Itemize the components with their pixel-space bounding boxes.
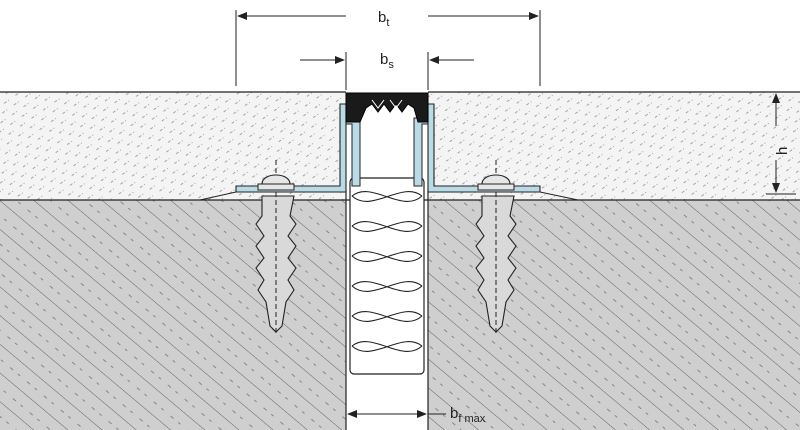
label-total-width: bt [378, 9, 389, 29]
profile-inner-leg-right [413, 117, 429, 187]
filler-wave [351, 191, 423, 352]
profile-inner-leg-left [345, 117, 361, 187]
elastomer-seal [345, 92, 429, 123]
seal-grooves [371, 99, 403, 109]
concrete-left-hatch [0, 200, 346, 430]
washer-right [477, 183, 515, 191]
anchor-left [255, 160, 297, 334]
dimension-height: h [766, 91, 796, 195]
profile-fillet-right [539, 191, 579, 201]
label-seal-width: bs [380, 51, 394, 71]
dimension-total-width: bt [235, 9, 541, 86]
dimension-seal-width: bs [300, 51, 474, 90]
washer-left [257, 183, 295, 191]
dimension-filler-width: bf max [345, 380, 486, 426]
label-filler-width: bf max [450, 405, 486, 425]
anchor-right [475, 160, 517, 334]
label-height: h [774, 147, 791, 155]
filler-body [349, 177, 425, 375]
profile-fillet-left [199, 191, 237, 201]
joint-filler [349, 177, 425, 375]
